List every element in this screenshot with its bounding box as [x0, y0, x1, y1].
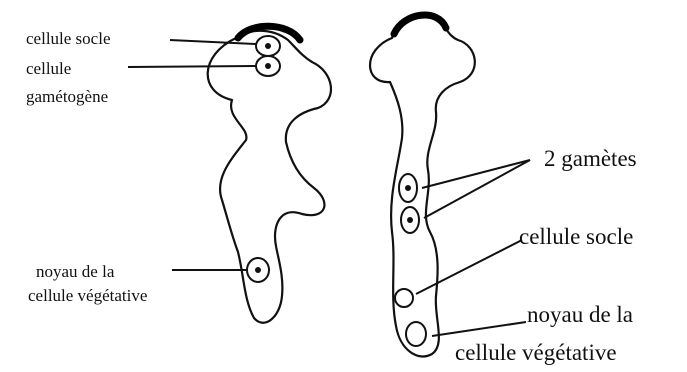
right-tube-tip-cap [394, 15, 446, 34]
right-vegetative-nucleus-cell [406, 322, 426, 346]
right-label-gametes: 2 gamètes [544, 146, 637, 171]
right-leader-gamete-1 [422, 160, 530, 188]
left-leader-socle [170, 40, 256, 44]
left-leader-gametogene [128, 66, 256, 67]
right-label-noyau-line2: cellule végétative [455, 340, 617, 365]
right-leader-gamete-2 [424, 160, 530, 218]
left-label-cellule-socle: cellule socle [26, 29, 111, 48]
right-label-noyau-line1: noyau de la [527, 302, 633, 327]
left-vegetative-nucleus-dot [255, 267, 261, 273]
left-pollen-tube: cellule socle cellule gamétogène noyau d… [26, 26, 331, 323]
left-cellule-socle-nucleus [265, 43, 271, 49]
right-leader-socle [416, 240, 522, 294]
right-pollen-tube: 2 gamètes cellule socle noyau de la cell… [370, 14, 637, 365]
right-gamete-2-nucleus [407, 217, 413, 223]
left-label-noyau-line1: noyau de la [36, 262, 115, 281]
right-label-cellule-socle: cellule socle [519, 224, 633, 249]
right-gamete-1-nucleus [405, 185, 411, 191]
right-leader-noyau [432, 322, 526, 336]
left-label-noyau-line2: cellule végétative [28, 286, 147, 305]
left-label-cellule: cellule [26, 59, 71, 78]
left-gametogene-nucleus [265, 63, 271, 69]
left-label-gametogene: gamétogène [26, 87, 108, 106]
right-tube-outline [370, 14, 475, 356]
right-cellule-socle-cell [395, 289, 413, 307]
